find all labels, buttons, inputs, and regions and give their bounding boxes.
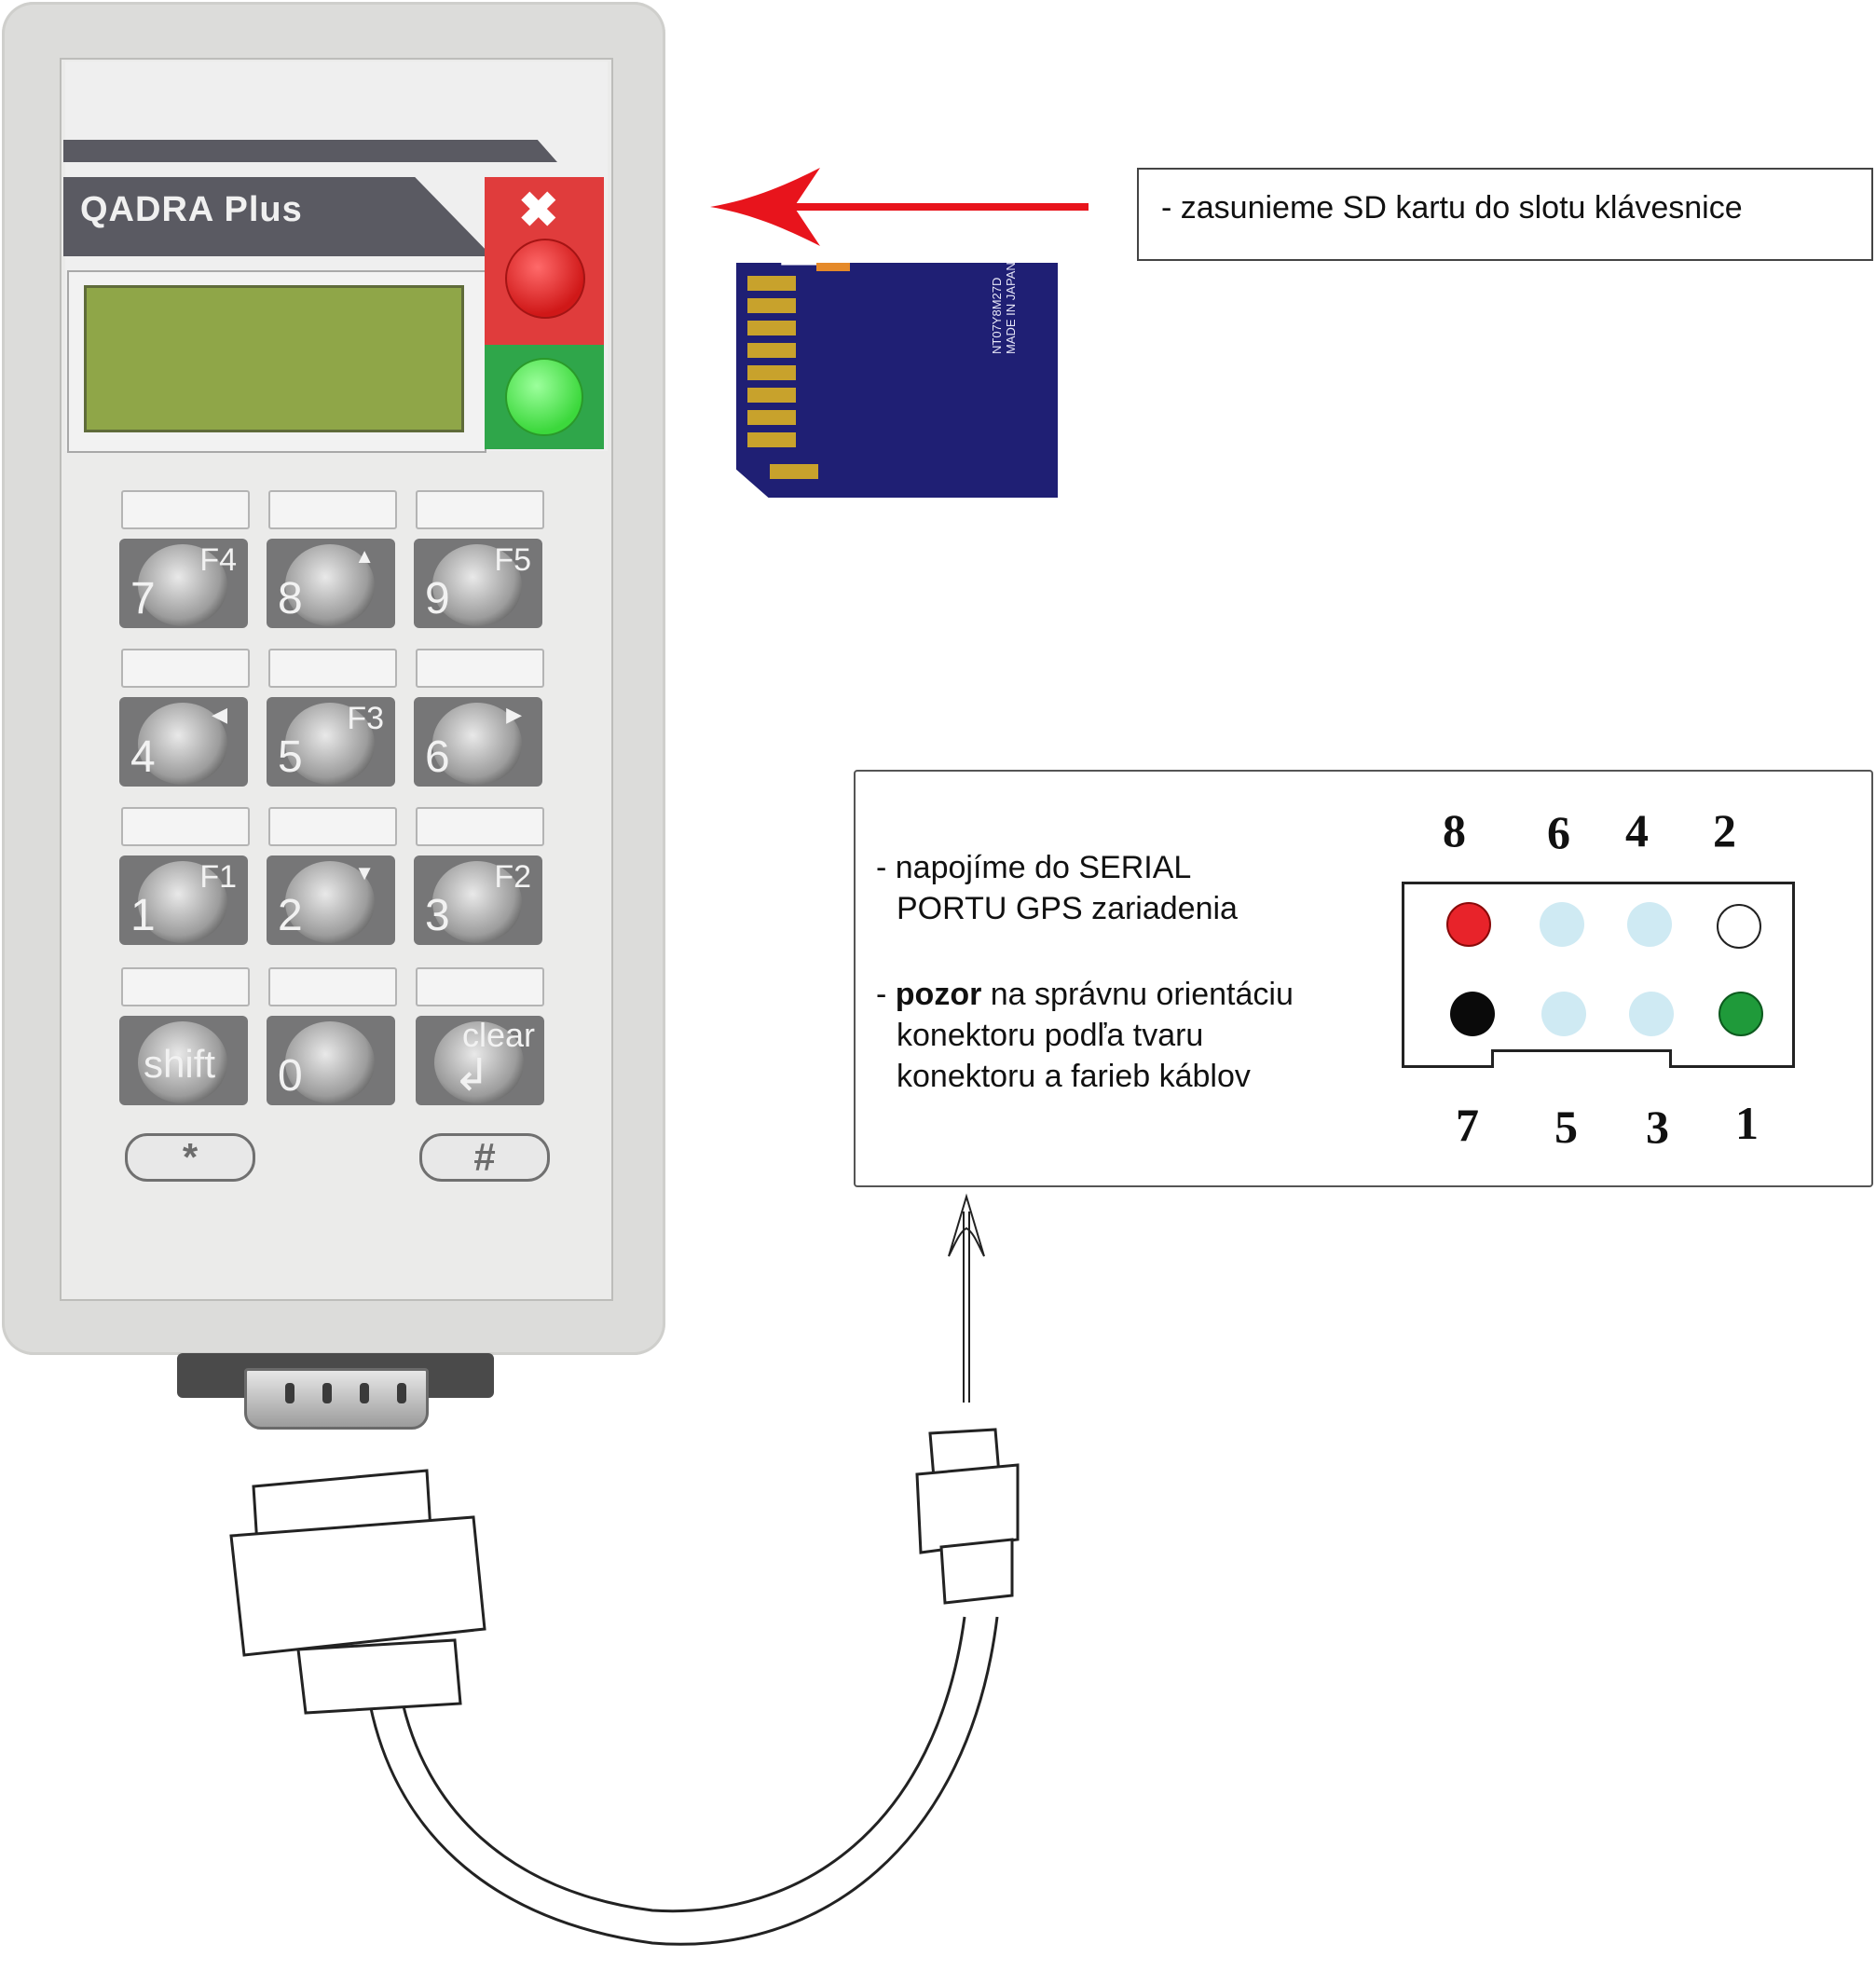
- pin-number: 7: [1456, 1098, 1479, 1152]
- insert-arrow-icon: [710, 168, 1089, 246]
- serial-note-line: - napojíme do SERIAL: [876, 850, 1191, 886]
- pin-number: 6: [1547, 805, 1570, 859]
- warning-rest: na správnu orientáciu: [981, 977, 1294, 1012]
- pin-2: [1717, 904, 1761, 949]
- pin-number: 5: [1554, 1100, 1578, 1154]
- serial-warning-line: - pozor na správnu orientáciu: [876, 977, 1294, 1013]
- pin-number: 4: [1625, 803, 1649, 857]
- pin-5: [1541, 992, 1586, 1036]
- pin-number: 3: [1646, 1100, 1669, 1154]
- warning-dash: -: [876, 977, 896, 1012]
- cable-icon: [231, 1430, 1018, 1944]
- pin-7: [1450, 992, 1495, 1036]
- warning-keyword: pozor: [896, 977, 982, 1012]
- serial-note-line: PORTU GPS zariadenia: [897, 891, 1238, 927]
- pin-8: [1446, 902, 1491, 947]
- serial-note-line: konektoru podľa tvaru: [897, 1018, 1203, 1054]
- serial-note-line: konektoru a farieb káblov: [897, 1059, 1251, 1095]
- connect-arrow-icon: [949, 1197, 984, 1403]
- pin-3: [1629, 992, 1674, 1036]
- connector-key-notch: [1491, 1049, 1672, 1068]
- pin-number: 8: [1443, 803, 1466, 857]
- sd-instruction-text: - zasunieme SD kartu do slotu klávesnice: [1161, 190, 1743, 226]
- pin-6: [1540, 902, 1584, 947]
- pin-1: [1719, 992, 1763, 1036]
- pin-4: [1627, 902, 1672, 947]
- pin-number: 1: [1735, 1096, 1759, 1150]
- pin-number: 2: [1713, 803, 1736, 857]
